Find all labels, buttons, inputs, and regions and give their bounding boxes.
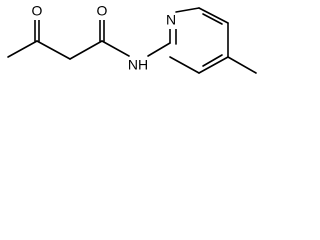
pyridine-nitrogen-label: N [166, 12, 176, 28]
molecule-structure-diagram: O O NH N [7, 3, 257, 74]
bond-methyl-c2 [7, 40, 38, 58]
amide-nitrogen-label: NH [128, 57, 148, 73]
bond-c2-ch2 [36, 40, 71, 60]
bond-n1py-c6py [175, 7, 200, 13]
bond-c6py-c5py [198, 7, 229, 24]
bond-nh-c2py [147, 42, 171, 57]
bond-inner-c6py-c5py [202, 13, 223, 25]
bond-c1-nh [101, 40, 130, 57]
atom-label-layer: O O NH N [30, 3, 177, 74]
bond-c3py-c2py [169, 56, 200, 74]
bond-c4py-c3py [198, 56, 229, 74]
bond-c4py-methyl [227, 56, 257, 74]
bond-ch2-c1 [69, 40, 103, 60]
amide-oxygen-label: O [97, 3, 108, 19]
ketone-oxygen-label: O [32, 3, 43, 19]
bond-layer [7, 7, 257, 74]
bond-inner-c4py-c3py [202, 54, 223, 67]
